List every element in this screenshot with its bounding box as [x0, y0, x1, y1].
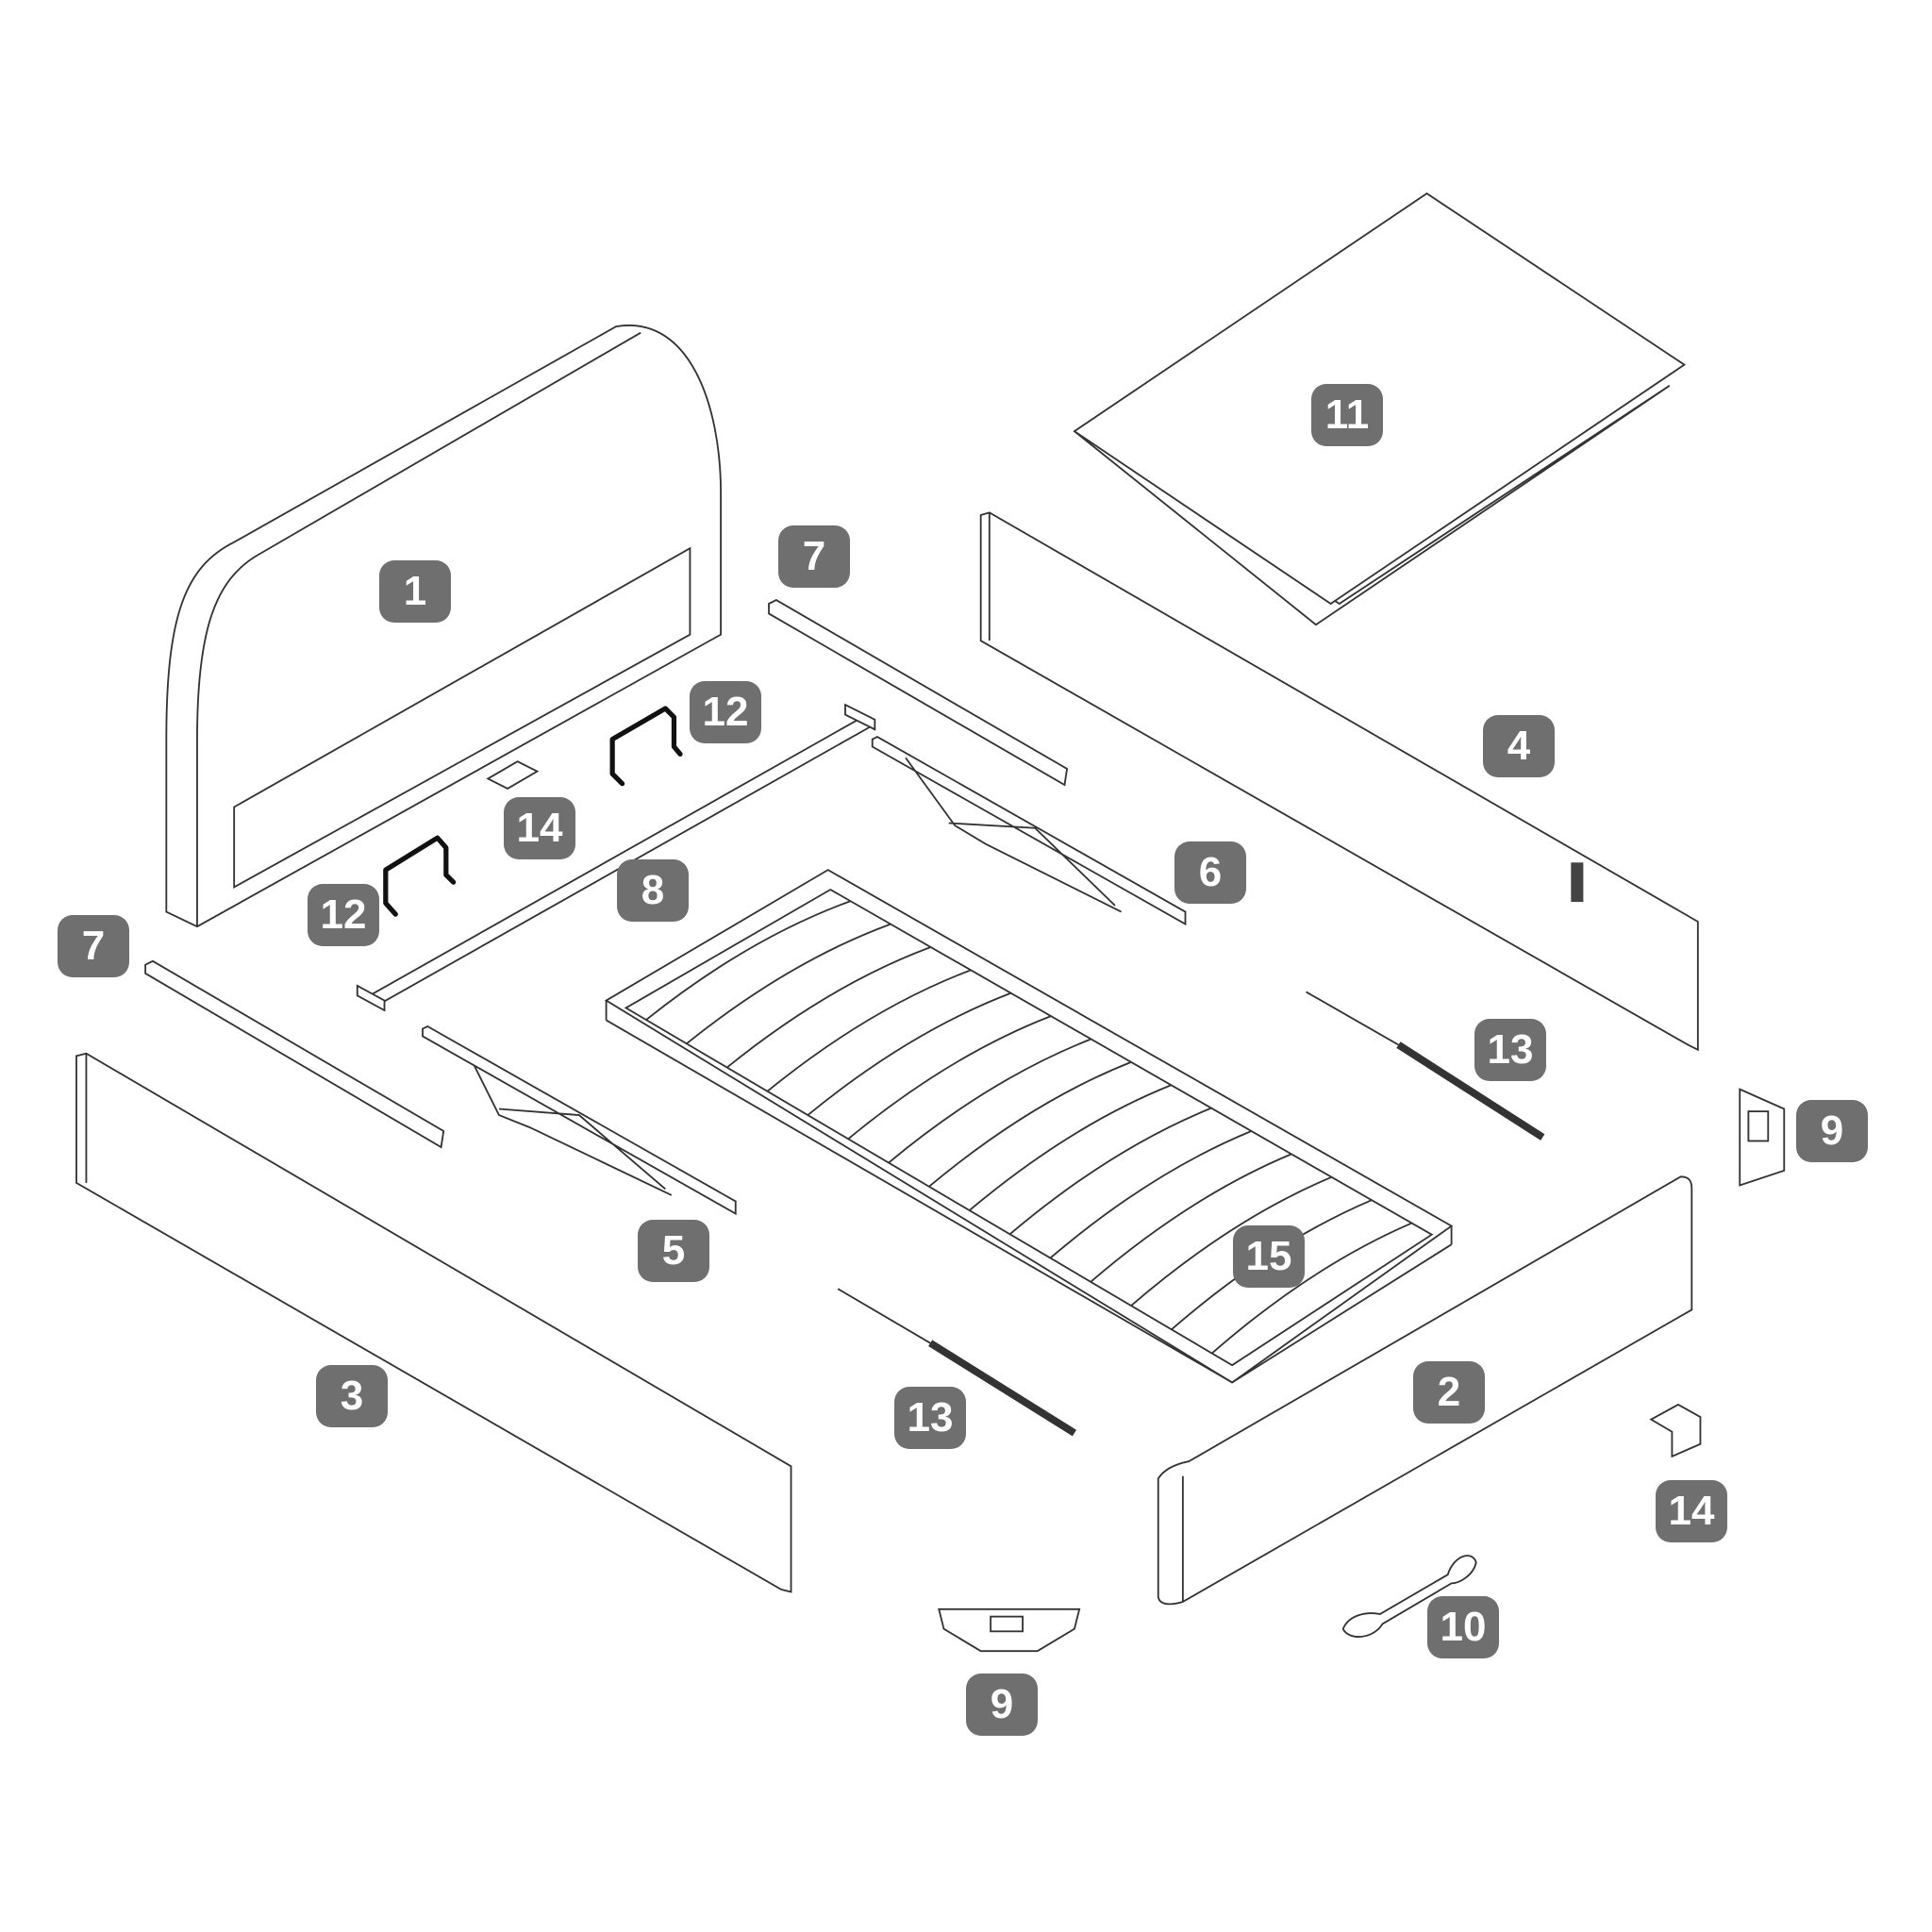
part-label-1: 1 — [379, 560, 451, 623]
strap-handle-drawing — [1341, 1555, 1477, 1638]
short-rail-top-drawing — [768, 599, 1069, 787]
part-label-8: 8 — [617, 859, 689, 922]
slat — [1090, 1153, 1292, 1283]
slat — [1130, 1175, 1332, 1307]
headboard-drawing — [165, 325, 722, 928]
part-label-7: 7 — [778, 525, 850, 588]
slatted-base-drawing — [604, 869, 1454, 1384]
slat — [1049, 1130, 1252, 1259]
part-label-5: 5 — [638, 1220, 709, 1282]
gas-strut-right-drawing — [1306, 991, 1545, 1141]
slat — [726, 946, 931, 1069]
part-label-6: 6 — [1174, 841, 1246, 904]
part-label-12: 12 — [690, 681, 761, 743]
part-label-2: 2 — [1413, 1361, 1485, 1424]
lift-frame-right-drawing — [871, 736, 1187, 926]
part-label-3: 3 — [316, 1365, 388, 1427]
part-label-13: 13 — [894, 1387, 966, 1449]
slat — [807, 991, 1011, 1116]
part-label-11: 11 — [1311, 384, 1383, 446]
gas-strut-left-drawing — [837, 1288, 1077, 1437]
corner-plate-top-drawing — [486, 760, 540, 790]
part-label-9: 9 — [1796, 1100, 1868, 1162]
corner-bracket-bottom-drawing — [938, 1607, 1081, 1653]
part-label-13: 13 — [1474, 1019, 1546, 1081]
slat — [928, 1061, 1132, 1188]
slat — [645, 900, 851, 1021]
slat — [888, 1038, 1091, 1164]
part-label-14: 14 — [1656, 1480, 1727, 1542]
slat — [847, 1015, 1052, 1140]
part-label-15: 15 — [1233, 1225, 1305, 1288]
side-panel-back-drawing — [979, 511, 1699, 1052]
side-panel-front-drawing — [75, 1052, 792, 1593]
part-label-7: 7 — [58, 915, 129, 977]
slat — [766, 969, 972, 1092]
slat — [1008, 1107, 1212, 1236]
slat — [969, 1084, 1172, 1211]
corner-plate-right-drawing — [1649, 1403, 1702, 1458]
part-label-14: 14 — [504, 797, 575, 859]
bracket-top-drawing — [609, 706, 683, 787]
part-label-10: 10 — [1427, 1596, 1499, 1658]
bracket-left-drawing — [383, 835, 457, 917]
slat — [1211, 1222, 1412, 1355]
center-bar-drawing — [356, 703, 876, 1012]
part-label-9: 9 — [966, 1674, 1038, 1736]
slat — [686, 923, 891, 1044]
corner-bracket-right-drawing — [1739, 1088, 1786, 1187]
short-rail-left-drawing — [144, 959, 445, 1149]
lift-frame-left-drawing — [422, 1024, 737, 1216]
part-label-4: 4 — [1483, 715, 1555, 777]
part-label-12: 12 — [308, 884, 379, 946]
